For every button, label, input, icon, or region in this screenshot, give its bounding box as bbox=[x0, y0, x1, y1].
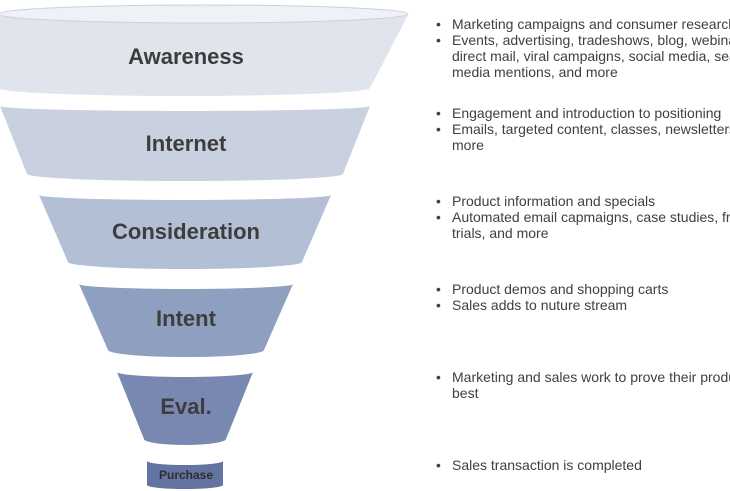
notes-intent: Product demos and shopping carts Sales a… bbox=[436, 281, 730, 313]
funnel-diagram: Awareness Internet Consideration Intent … bbox=[0, 4, 409, 489]
stage-internet-label: Internet bbox=[146, 131, 227, 156]
stage-purchase: Purchase bbox=[147, 461, 223, 489]
stage-internet-shape bbox=[0, 106, 370, 181]
note-item: Engagement and introduction to positioni… bbox=[436, 105, 730, 121]
stage-consideration-shape bbox=[39, 195, 331, 269]
stage-eval: Eval. bbox=[117, 372, 253, 445]
notes-purchase: Sales transaction is completed bbox=[436, 457, 730, 473]
note-item: Product information and specials bbox=[436, 193, 730, 209]
notes-internet: Engagement and introduction to positioni… bbox=[436, 105, 730, 153]
notes-consideration: Product information and specials Automat… bbox=[436, 193, 730, 241]
stage-purchase-label: Purchase bbox=[159, 468, 213, 482]
stage-consideration: Consideration bbox=[39, 195, 331, 269]
note-item: Marketing campaigns and consumer researc… bbox=[436, 16, 730, 32]
stage-awareness: Awareness bbox=[0, 4, 409, 96]
stage-awareness-rim bbox=[0, 4, 409, 24]
stage-purchase-shape bbox=[147, 461, 223, 489]
stage-eval-label: Eval. bbox=[160, 394, 211, 419]
note-item: Marketing and sales work to prove their … bbox=[436, 369, 730, 401]
note-item: Emails, targeted content, classes, newsl… bbox=[436, 121, 730, 153]
note-item: Sales transaction is completed bbox=[436, 457, 730, 473]
stage-awareness-shape bbox=[0, 15, 408, 96]
notes-awareness: Marketing campaigns and consumer researc… bbox=[436, 16, 730, 80]
stage-internet: Internet bbox=[0, 106, 370, 181]
stage-intent-shape bbox=[79, 284, 293, 357]
stage-intent: Intent bbox=[79, 284, 293, 357]
note-item: Sales adds to nuture stream bbox=[436, 297, 730, 313]
stage-intent-label: Intent bbox=[156, 306, 217, 331]
stage-awareness-label: Awareness bbox=[128, 44, 244, 69]
note-item: Automated email capmaigns, case studies,… bbox=[436, 209, 730, 241]
notes-eval: Marketing and sales work to prove their … bbox=[436, 369, 730, 401]
note-item: Events, advertising, tradeshows, blog, w… bbox=[436, 32, 730, 80]
note-item: Product demos and shopping carts bbox=[436, 281, 730, 297]
stage-eval-shape bbox=[117, 372, 253, 445]
stage-consideration-label: Consideration bbox=[112, 219, 260, 244]
